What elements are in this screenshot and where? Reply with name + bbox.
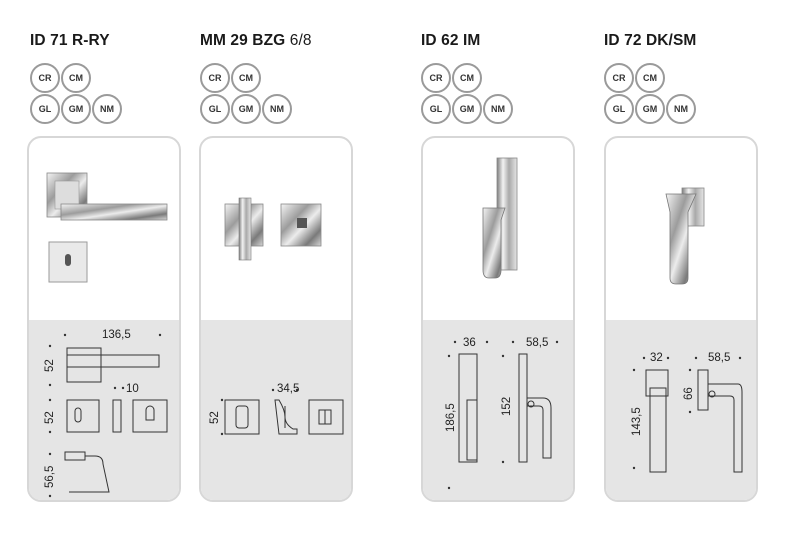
finish-badge: CM <box>231 63 261 93</box>
finish-badge: GL <box>421 94 451 124</box>
finish-badge: CM <box>452 63 482 93</box>
finish-badge: GM <box>452 94 482 124</box>
finish-badge: GM <box>231 94 261 124</box>
finish-badge: CM <box>61 63 91 93</box>
product-card: 32 58,5 143,5 66 <box>604 136 758 502</box>
dim-label: 143,5 <box>631 407 643 436</box>
finish-badge: CM <box>635 63 665 93</box>
product-code: ID 71 R-RY <box>30 32 110 49</box>
product-code: ID 72 DK/SM <box>604 32 697 49</box>
finish-badge: NM <box>666 94 696 124</box>
product-code: MM 29 BZG 6/8 <box>200 32 312 49</box>
finish-badge: NM <box>92 94 122 124</box>
dim-label: 32 <box>650 352 663 364</box>
dim-label: 66 <box>683 387 695 400</box>
product-illustration: 36 58,5 186,5 152 <box>445 157 559 490</box>
dim-label: 58,5 <box>708 352 730 364</box>
finish-badge: GM <box>635 94 665 124</box>
dim-label: 58,5 <box>526 337 548 349</box>
product-card: 34,5 52 <box>199 136 353 502</box>
finish-badge: NM <box>483 94 513 124</box>
dim-label: 52 <box>44 359 56 372</box>
product-code: ID 62 IM <box>421 32 481 49</box>
dim-label: 52 <box>209 411 221 424</box>
dim-label: 34,5 <box>277 383 299 395</box>
dim-label: 52 <box>44 411 56 424</box>
finish-badge: CR <box>421 63 451 93</box>
dim-label: 136,5 <box>102 329 131 341</box>
dim-label: 186,5 <box>445 403 457 432</box>
product-illustration: 32 58,5 143,5 66 <box>631 187 743 473</box>
technical-drawing-area <box>423 320 573 500</box>
product-card: 36 58,5 186,5 152 <box>421 136 575 502</box>
dim-label: 10 <box>126 383 139 395</box>
product-illustration: 34,5 52 <box>209 197 344 436</box>
finish-badge: CR <box>604 63 634 93</box>
finish-badge: CR <box>30 63 60 93</box>
dim-label: 152 <box>501 397 513 416</box>
dim-label: 56,5 <box>44 466 56 488</box>
finish-badge: GL <box>200 94 230 124</box>
product-card: 136,5 52 10 52 56,5 <box>27 136 181 502</box>
finish-badge: GM <box>61 94 91 124</box>
technical-drawing-area <box>606 320 756 500</box>
finish-badge: NM <box>262 94 292 124</box>
dim-label: 36 <box>463 337 476 349</box>
finish-badge: GL <box>30 94 60 124</box>
finish-badge: GL <box>604 94 634 124</box>
product-illustration: 136,5 52 10 52 56,5 <box>44 172 168 498</box>
finish-badge: CR <box>200 63 230 93</box>
